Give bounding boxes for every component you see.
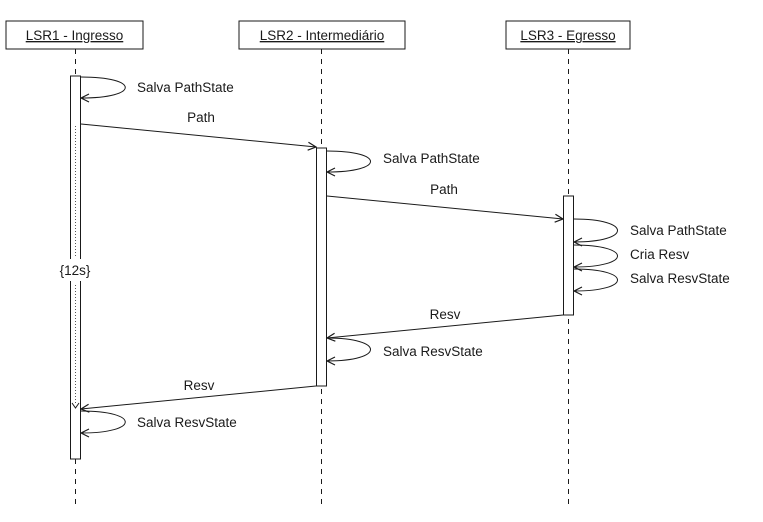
activation-bar-lsr3 bbox=[563, 195, 574, 316]
lifeline-label: LSR3 - Egresso bbox=[520, 28, 615, 43]
message-resv-2: Resv bbox=[81, 378, 317, 409]
message-path-2: Path bbox=[326, 182, 563, 219]
lifeline-header-lsr2: LSR2 - Intermediário bbox=[238, 20, 406, 50]
lifeline-header-lsr3: LSR3 - Egresso bbox=[505, 20, 631, 50]
self-message: Cria Resv bbox=[574, 244, 690, 267]
duration-label: {12s} bbox=[60, 263, 91, 278]
self-message: Salva PathState bbox=[574, 218, 727, 242]
self-message: Salva PathState bbox=[327, 150, 480, 172]
activation-bar-lsr2 bbox=[316, 147, 327, 387]
lifeline-label: LSR2 - Intermediário bbox=[260, 28, 385, 43]
duration-constraint: {12s} bbox=[44, 126, 106, 409]
message-label: Resv bbox=[184, 378, 215, 393]
self-message: Salva ResvState bbox=[327, 337, 483, 361]
self-message: Salva ResvState bbox=[574, 268, 730, 291]
self-message-label: Salva ResvState bbox=[383, 344, 483, 359]
self-message-label: Salva PathState bbox=[137, 80, 234, 95]
lifeline-label: LSR1 - Ingresso bbox=[26, 28, 124, 43]
message-resv-1: Resv bbox=[327, 307, 564, 338]
self-message-label: Salva ResvState bbox=[137, 415, 237, 430]
lifeline-header-lsr1: LSR1 - Ingresso bbox=[5, 20, 144, 50]
message-label: Path bbox=[187, 110, 215, 125]
self-message: Salva ResvState bbox=[81, 410, 237, 433]
self-message-label: Salva PathState bbox=[383, 151, 480, 166]
message-label: Path bbox=[430, 182, 458, 197]
message-path-1: Path bbox=[80, 110, 316, 147]
message-label: Resv bbox=[430, 307, 461, 322]
self-message-label: Salva PathState bbox=[630, 223, 727, 238]
self-message-label: Cria Resv bbox=[630, 247, 690, 262]
self-message: Salva PathState bbox=[81, 76, 234, 98]
self-message-label: Salva ResvState bbox=[630, 271, 730, 286]
